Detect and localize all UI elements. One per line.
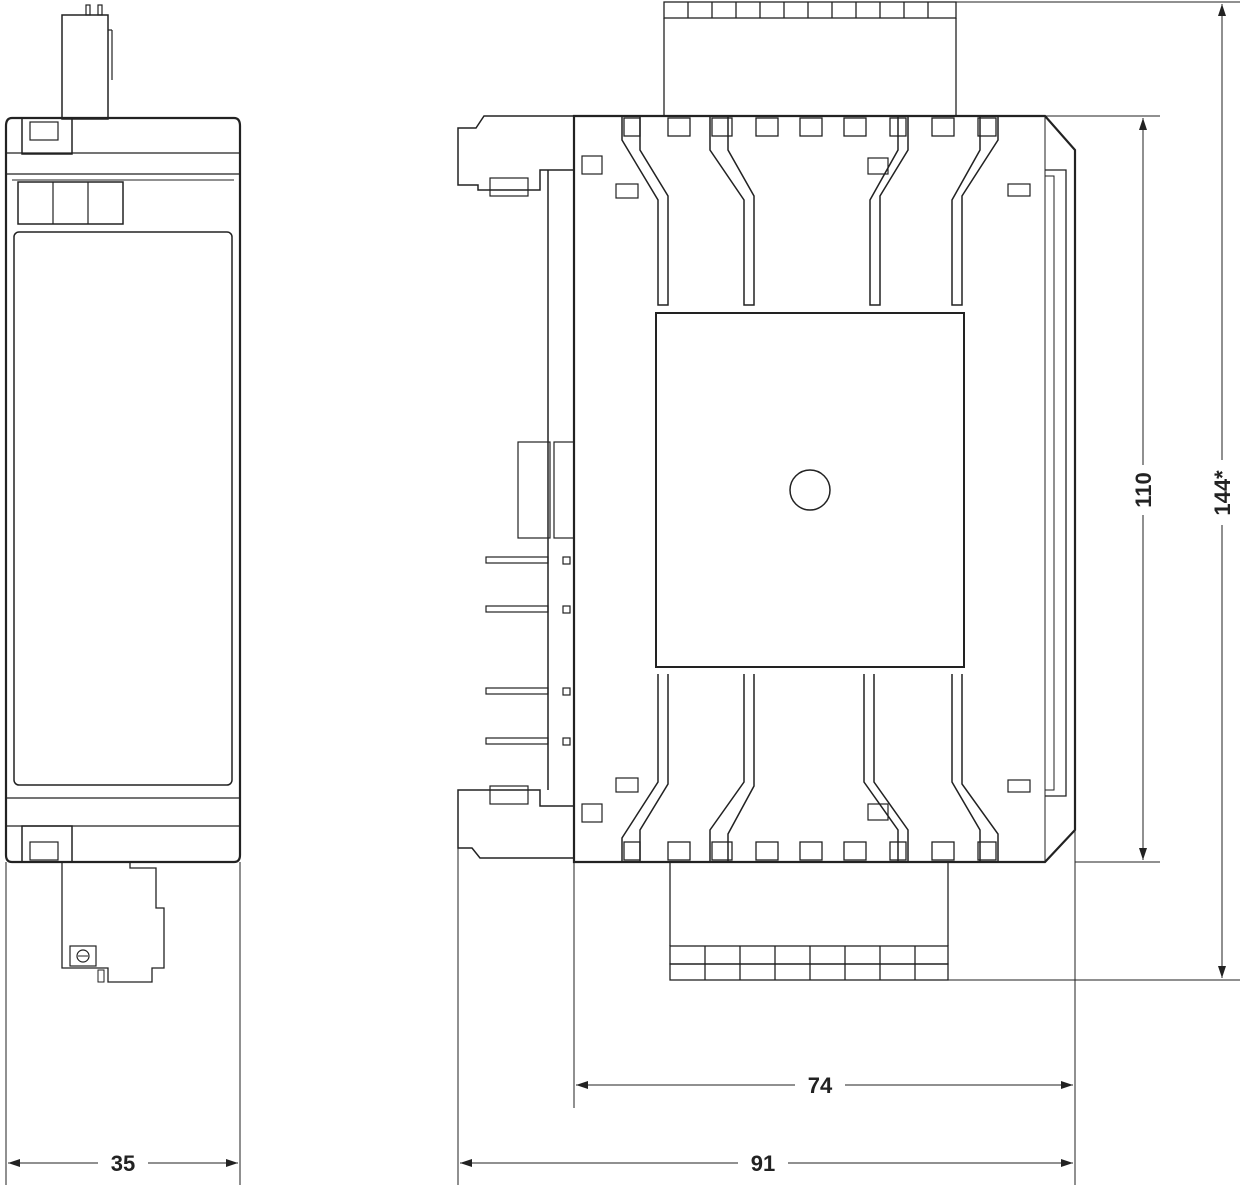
central-block <box>655 312 965 668</box>
lower-terminal-screws <box>623 841 997 861</box>
bottom-connector <box>61 862 165 983</box>
upper-terminal-screws <box>623 117 997 137</box>
dimension-height-total-label: 144* <box>1210 470 1235 516</box>
dimension-depth-total-label: 91 <box>751 1151 775 1176</box>
dimension-width <box>5 862 241 1185</box>
dimension-lines <box>457 1 1240 1185</box>
center-indicator <box>789 469 831 511</box>
side-housing <box>4 116 242 864</box>
din-rail-clip <box>457 115 575 859</box>
profile-view <box>457 1 1077 981</box>
upper-terminals <box>621 116 999 306</box>
dimension-depth-body-label: 74 <box>808 1073 833 1098</box>
lower-terminals <box>621 674 999 863</box>
top-connector <box>61 4 113 120</box>
side-view <box>4 4 242 983</box>
dimension-width-label: 35 <box>111 1151 135 1176</box>
bus-pins <box>485 556 571 746</box>
dimension-height-body-label: 110 <box>1131 472 1156 508</box>
bottom-plug <box>669 862 949 981</box>
top-plug <box>663 1 957 116</box>
profile-housing <box>572 114 1077 864</box>
